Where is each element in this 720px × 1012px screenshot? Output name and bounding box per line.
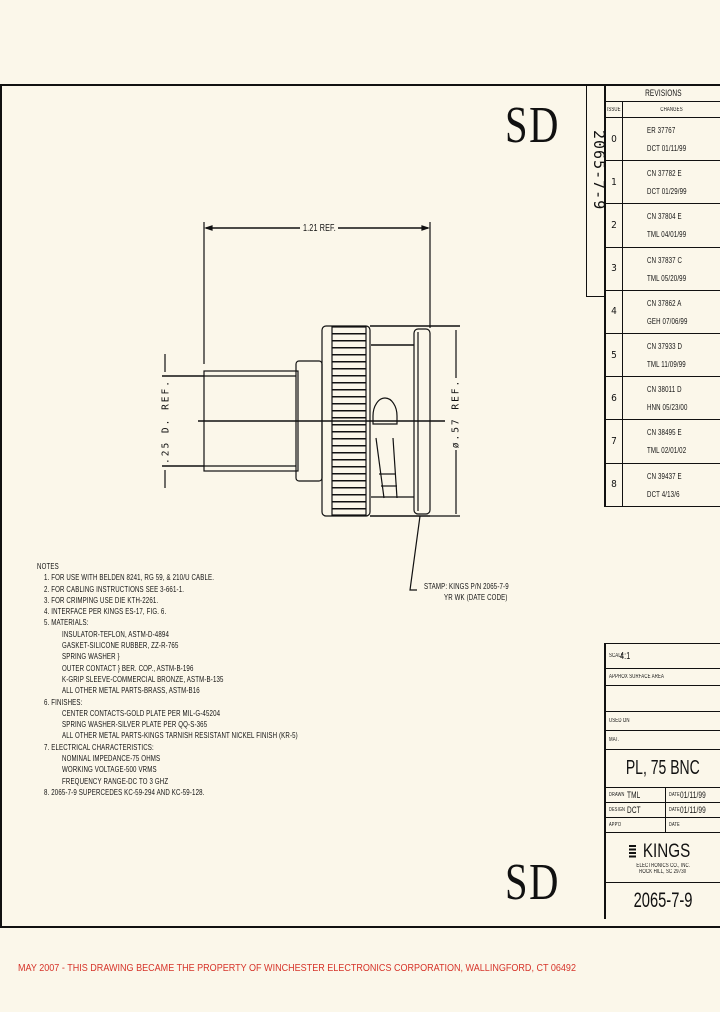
revision-row: 7 CN 38495 E TML 02/01/02 <box>606 420 720 464</box>
revision-approval: DCT 01/11/99 <box>647 143 687 154</box>
revision-row: 5 CN 37933 D TML 11/09/99 <box>606 333 720 378</box>
revision-issue: 6 <box>606 377 623 420</box>
revision-issue: 1 <box>606 161 623 204</box>
dimension-body-diameter: ø.57 REF. <box>450 378 462 449</box>
revision-approval: TML 04/01/99 <box>647 229 687 240</box>
drawn-date-label: DATE <box>669 792 680 798</box>
revision-approval: TML 02/01/02 <box>647 445 687 456</box>
note-line: 4. INTERFACE PER KINGS ES-17, FIG. 6. <box>44 606 167 617</box>
note-line: SPRING WASHER-SILVER PLATE PER QQ-S-365 <box>62 719 208 730</box>
note-line: 7. ELECTRICAL CHARACTERISTICS: <box>44 741 154 752</box>
note-line: CENTER CONTACTS-GOLD PLATE PER MIL-G-452… <box>62 707 221 718</box>
ownership-footer: MAY 2007 - THIS DRAWING BECAME THE PROPE… <box>18 962 576 974</box>
scale-value: 4:1 <box>619 650 631 662</box>
revision-row: 2 CN 37804 E TML 04/01/99 <box>606 204 720 248</box>
design-date: 01/11/99 <box>680 805 706 815</box>
note-line: SPRING WASHER } <box>62 651 120 662</box>
part-description: PL, 75 BNC <box>626 757 700 779</box>
revision-issue: 2 <box>606 204 623 247</box>
callout-line-2: YR WK (DATE CODE) <box>444 592 508 602</box>
revision-issue: 4 <box>606 290 623 333</box>
note-line: INSULATOR-TEFLON, ASTM-D-4894 <box>62 628 169 639</box>
note-line: ALL OTHER METAL PARTS-BRASS, ASTM-B16 <box>62 685 200 696</box>
revisions-table: REVISIONS ISSUE CHANGES 0 ER 37767 DCT 0… <box>604 84 720 507</box>
revision-issue: 5 <box>606 333 623 377</box>
note-line: 1. FOR USE WITH BELDEN 8241, RG 59, & 21… <box>44 572 215 583</box>
kings-logo-icon <box>629 844 637 859</box>
revision-change: CN 38495 E <box>647 427 682 438</box>
notes-block: NOTES 1. FOR USE WITH BELDEN 8241, RG 59… <box>37 561 390 798</box>
note-line: OUTER CONTACT } BER. COP., ASTM-B-196 <box>62 662 194 673</box>
approved-date-label: DATE <box>669 822 680 828</box>
revision-issue: 3 <box>606 247 623 290</box>
revision-change: CN 39437 E <box>647 470 682 481</box>
dimension-cable-diameter: .25 D. REF. <box>160 379 172 464</box>
notes-title: NOTES <box>37 561 59 571</box>
note-line: 8. 2065-7-9 SUPERCEDES KC-59-294 AND KC-… <box>44 786 205 797</box>
design-label: DESIGN <box>609 807 626 813</box>
revision-issue: 8 <box>606 463 623 506</box>
revision-change: CN 37782 E <box>647 168 682 179</box>
revision-issue: 7 <box>606 420 623 463</box>
revision-row: 3 CN 37837 C TML 05/20/99 <box>606 247 720 291</box>
company-line-1: ELECTRONICS CO., INC. <box>636 862 690 869</box>
note-line: 2. FOR CABLING INSTRUCTIONS SEE 3-661-1. <box>44 583 185 594</box>
revision-row: 6 CN 38011 D HNN 05/23/00 <box>606 377 720 421</box>
revision-change: ER 37767 <box>647 125 676 136</box>
revision-approval: GEH 07/06/99 <box>647 315 688 326</box>
revision-approval: DCT 01/29/99 <box>647 186 687 197</box>
revision-change: CN 38011 D <box>647 384 682 395</box>
note-line: GASKET-SILICONE RUBBER, ZZ-R-765 <box>62 640 179 651</box>
note-line: ALL OTHER METAL PARTS-KINGS TARNISH RESI… <box>62 730 298 741</box>
design-value: DCT <box>627 805 642 815</box>
revision-issue: 0 <box>606 118 623 161</box>
note-line: NOMINAL IMPEDANCE-75 OHMS <box>62 753 161 764</box>
changes-header: CHANGES <box>660 106 683 113</box>
stamp-bottom: SD <box>505 854 560 911</box>
connector-drawing <box>162 222 460 591</box>
company-name: KINGS <box>643 840 691 862</box>
revision-approval: DCT 4/13/6 <box>647 488 680 499</box>
drawing-number: 2065-7-9 <box>633 889 693 912</box>
revision-change: CN 37933 D <box>647 341 683 352</box>
surface-area-label: APPROX SURFACE AREA <box>609 674 665 680</box>
used-on-label: USED ON <box>609 718 630 724</box>
revisions-title: REVISIONS <box>644 87 682 98</box>
approved-label: APP'D <box>609 822 622 828</box>
revision-approval: TML 11/09/99 <box>647 359 686 370</box>
design-date-label: DATE <box>669 807 680 813</box>
revision-row: 0 ER 37767 DCT 01/11/99 <box>606 118 720 162</box>
revision-approval: TML 05/20/99 <box>647 272 687 283</box>
revision-row: 4 CN 37862 A GEH 07/06/99 <box>606 290 720 334</box>
dimension-length: 1.21 REF. <box>303 223 336 234</box>
revision-row: 1 CN 37782 E DCT 01/29/99 <box>606 161 720 205</box>
note-line: 3. FOR CRIMPING USE DIE KTH-2261. <box>44 594 159 605</box>
drawn-value: TML <box>626 790 640 800</box>
note-line: FREQUENCY RANGE-DC TO 3 GHZ <box>62 775 169 786</box>
note-line: WORKING VOLTAGE-500 VRMS <box>62 764 157 775</box>
revision-row: 8 CN 39437 E DCT 4/13/6 <box>606 463 720 507</box>
company-line-2: ROCK HILL, SC 29730 <box>639 868 687 875</box>
drawn-date: 01/11/99 <box>680 790 706 800</box>
revision-approval: HNN 05/23/00 <box>647 402 688 413</box>
issue-header: ISSUE <box>607 106 621 113</box>
callout-line-1: STAMP: KINGS P/N 2065-7-9 <box>424 581 509 591</box>
note-line: K-GRIP SLEEVE-COMMERCIAL BRONZE, ASTM-B-… <box>62 673 224 684</box>
vertical-part-number: 2065-7-9 <box>590 130 608 211</box>
stamp-top: SD <box>505 97 560 154</box>
stamp-callout: STAMP: KINGS P/N 2065-7-9 YR WK (DATE CO… <box>424 581 542 602</box>
revision-change: CN 37837 C <box>647 254 683 265</box>
note-line: 6. FINISHES: <box>44 696 83 707</box>
scale-label: SCALE <box>609 653 624 659</box>
revision-change: CN 37804 E <box>647 211 682 222</box>
company-logo-block: KINGS ELECTRONICS CO., INC. ROCK HILL, S… <box>606 833 720 883</box>
note-line: 5. MATERIALS: <box>44 617 89 628</box>
drawn-label: DRAWN <box>609 792 625 798</box>
revision-change: CN 37862 A <box>647 297 682 308</box>
drawing-border <box>0 84 720 928</box>
mat-label: MAT. <box>609 737 620 743</box>
title-block: SCALE 4:1 APPROX SURFACE AREA USED ON MA… <box>604 643 720 919</box>
